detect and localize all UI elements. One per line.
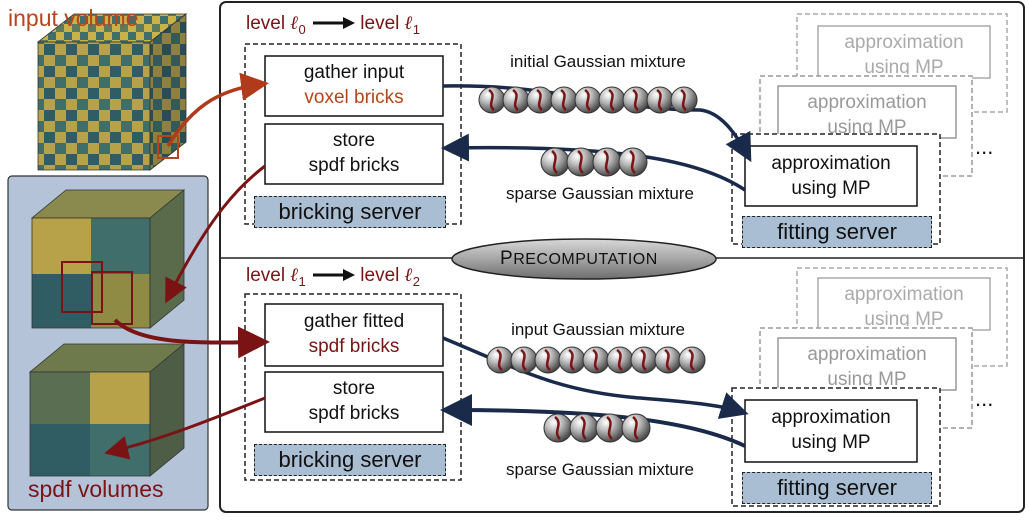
input-volume-label: input volume: [8, 5, 139, 31]
precomputation-label: PRECOMPUTATION: [500, 248, 658, 269]
gaussian-ball-input: [558, 346, 586, 374]
arrow-store-to-spdf-top: [165, 164, 266, 304]
arrow-spdf-to-gather: [113, 318, 270, 359]
level-label-top: level ℓ0 level ℓ1: [246, 12, 420, 37]
level-label-bottom: level ℓ1 level ℓ2: [246, 264, 420, 289]
input-volume-cube: [36, 13, 188, 171]
sparse-mixture-label-bottom: sparse Gaussian mixture: [505, 460, 695, 479]
bricking-server-label-bottom: bricking server: [254, 444, 446, 476]
gaussian-ball-sparse-top: [618, 147, 648, 177]
spdf-volume-cube-coarse: [28, 343, 186, 477]
gaussian-ball-initial: [646, 86, 674, 114]
fitting-server-label-top: fitting server: [742, 216, 932, 248]
gaussian-ball-initial: [550, 86, 578, 114]
gaussian-ball-input: [582, 346, 610, 374]
gaussian-ball-sparse-bottom: [621, 413, 651, 443]
gather-box-bottom-text: gather fitted spdf bricks: [303, 311, 405, 357]
gaussian-ball-input: [654, 346, 682, 374]
gaussian-ball-input: [510, 346, 538, 374]
bricking-server-container-bottom: [244, 293, 462, 481]
gaussian-ball-sparse-top: [566, 147, 596, 177]
gaussian-ball-initial: [574, 86, 602, 114]
approx-box-bottom: [744, 399, 918, 463]
gaussian-ball-initial: [670, 86, 698, 114]
bricking-server-label-top: bricking server: [254, 196, 446, 228]
store-box-top: [264, 123, 444, 185]
ellipsis-bottom: ...: [975, 386, 994, 411]
fitting-server-label-bottom: fitting server: [742, 472, 932, 504]
gaussian-ball-input: [534, 346, 562, 374]
arrow-store-to-spdf-bottom: [104, 396, 266, 460]
store-box-top-text: store spdf bricks: [308, 130, 400, 176]
gaussian-ball-input: [606, 346, 634, 374]
gaussian-ball-input: [678, 346, 706, 374]
approx-box-top: [744, 145, 918, 207]
gaussian-ball-sparse-top: [540, 147, 570, 177]
store-box-bottom-text: store spdf bricks: [308, 378, 400, 424]
initial-mixture-label: initial Gaussian mixture: [510, 52, 686, 71]
gaussian-ball-initial: [598, 86, 626, 114]
gaussian-ball-sparse-top: [592, 147, 622, 177]
gaussian-ball-initial: [502, 86, 530, 114]
gaussian-ball-sparse-bottom: [595, 413, 625, 443]
sparse-mixture-label-top: sparse Gaussian mixture: [505, 184, 695, 203]
gaussian-ball-sparse-bottom: [569, 413, 599, 443]
ellipsis-top: ...: [975, 134, 994, 159]
approx-box-top-text: approximation using MP: [771, 153, 891, 199]
spdf-volume-cube-fine: [30, 189, 186, 329]
gaussian-ball-sparse-bottom: [543, 413, 573, 443]
gather-box-bottom: [264, 303, 444, 367]
precomputation-pill: [451, 238, 717, 280]
gaussian-ball-initial: [526, 86, 554, 114]
gaussian-mixture-balls: [478, 86, 706, 443]
gaussian-ball-initial: [478, 86, 506, 114]
gather-box-top-text: gather input voxel bricks: [303, 62, 405, 108]
store-box-bottom: [264, 371, 444, 433]
input-mixture-label: input Gaussian mixture: [511, 320, 685, 339]
gaussian-ball-initial: [622, 86, 650, 114]
level-arrow-icon: [311, 265, 355, 287]
spdf-volumes-label: spdf volumes: [28, 476, 164, 502]
approx-box-bottom-text: approximation using MP: [771, 407, 891, 453]
level-arrow-icon: [311, 13, 355, 35]
gaussian-ball-input: [630, 346, 658, 374]
gaussian-ball-input: [486, 346, 514, 374]
arrow-input-to-gather: [166, 72, 269, 147]
